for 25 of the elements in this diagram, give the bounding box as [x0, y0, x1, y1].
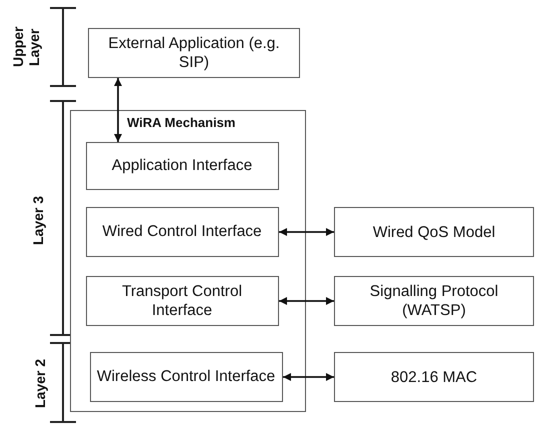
box-label: Transport Control Interface — [120, 282, 244, 320]
layer-label: Layer 2 — [32, 357, 49, 410]
process-box — [86, 276, 278, 326]
process-box — [90, 352, 282, 402]
group-box — [70, 110, 306, 412]
box-label: Wired Control Interface — [101, 222, 263, 241]
layer-label: Upper Layer — [10, 26, 43, 70]
process-box — [334, 207, 534, 257]
box-label: Wireless Control Interface — [96, 367, 276, 386]
box-label: 802.16 MAC — [390, 368, 478, 386]
process-box — [86, 206, 278, 256]
arrow — [279, 228, 334, 236]
process-box — [88, 28, 300, 78]
arrow — [279, 297, 334, 305]
process-box — [334, 276, 534, 326]
box-label: External Application (e.g. SIP) — [107, 34, 281, 72]
group-title: WiRA Mechanism — [127, 115, 236, 130]
process-box — [86, 142, 278, 190]
box-label: Signalling Protocol (WATSP) — [368, 282, 500, 320]
layer-label: Layer 3 — [30, 194, 47, 247]
arrow — [114, 78, 122, 142]
arrow — [283, 373, 334, 381]
box-label: Application Interface — [110, 156, 254, 175]
box-label: Wired QoS Model — [372, 222, 496, 242]
process-box — [334, 352, 534, 402]
